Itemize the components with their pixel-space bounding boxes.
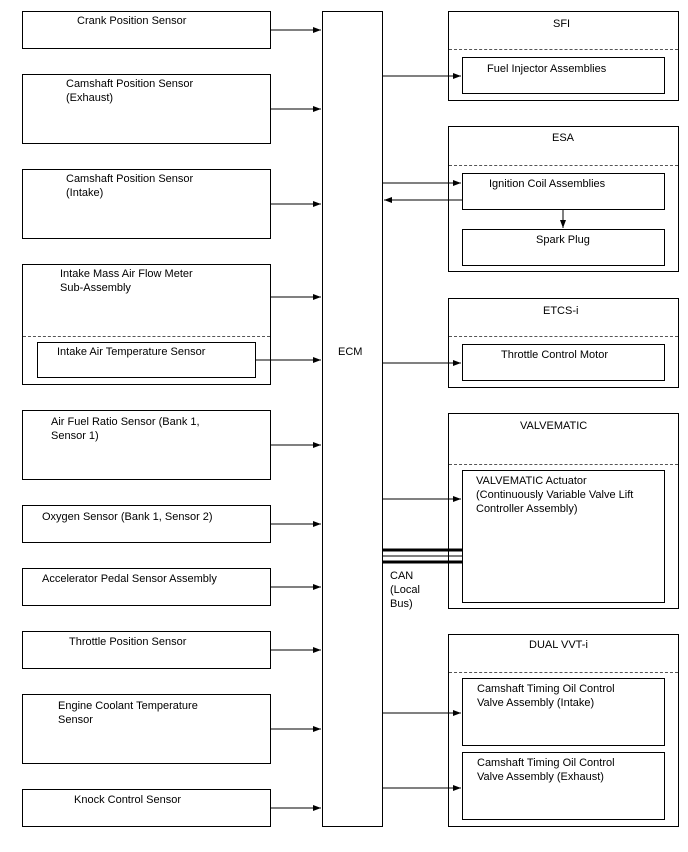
item-label: VALVEMATIC Actuator (Continuously Variab… bbox=[476, 475, 634, 515]
sensor-box-camshaft-intake: Camshaft Position Sensor (Intake) bbox=[22, 169, 271, 239]
sub-label: Intake Air Temperature Sensor bbox=[57, 346, 206, 358]
item-label: Camshaft Timing Oil Control Valve Assemb… bbox=[477, 683, 615, 709]
item-box-throttle-motor: Throttle Control Motor bbox=[462, 344, 665, 381]
item-label: Throttle Control Motor bbox=[501, 349, 608, 361]
sensor-box-oxygen: Oxygen Sensor (Bank 1, Sensor 2) bbox=[22, 505, 271, 543]
sensor-label: Throttle Position Sensor bbox=[69, 636, 187, 648]
ecm-label: ECM bbox=[338, 346, 363, 358]
item-label: Ignition Coil Assemblies bbox=[489, 178, 606, 190]
item-label: Spark Plug bbox=[536, 234, 590, 246]
system-title: SFI bbox=[553, 18, 571, 30]
divider-dashed bbox=[449, 336, 678, 337]
item-box-valvematic-actuator: VALVEMATIC Actuator (Continuously Variab… bbox=[462, 470, 665, 603]
item-box-spark-plug: Spark Plug bbox=[462, 229, 665, 266]
system-title: ETCS-i bbox=[543, 305, 579, 317]
sensor-box-crank: Crank Position Sensor bbox=[22, 11, 271, 49]
item-label: Camshaft Timing Oil Control Valve Assemb… bbox=[477, 757, 615, 783]
item-box-ignition-coil: Ignition Coil Assemblies bbox=[462, 173, 665, 210]
sensor-box-camshaft-exhaust: Camshaft Position Sensor (Exhaust) bbox=[22, 74, 271, 144]
system-title: ESA bbox=[552, 132, 575, 144]
divider-dashed bbox=[449, 165, 678, 166]
sensor-label: Crank Position Sensor bbox=[77, 15, 187, 27]
ecm-box: ECM bbox=[322, 11, 383, 827]
item-label: Fuel Injector Assemblies bbox=[487, 63, 607, 75]
item-box-ocv-intake: Camshaft Timing Oil Control Valve Assemb… bbox=[462, 678, 665, 746]
sensor-label: Oxygen Sensor (Bank 1, Sensor 2) bbox=[42, 511, 213, 523]
item-box-ocv-exhaust: Camshaft Timing Oil Control Valve Assemb… bbox=[462, 752, 665, 820]
sensor-box-air-fuel-ratio: Air Fuel Ratio Sensor (Bank 1, Sensor 1) bbox=[22, 410, 271, 480]
sensor-box-knock: Knock Control Sensor bbox=[22, 789, 271, 827]
sensor-label: Knock Control Sensor bbox=[74, 794, 181, 806]
divider-dashed bbox=[449, 672, 678, 673]
sub-box-intake-air-temp: Intake Air Temperature Sensor bbox=[37, 342, 256, 378]
sensor-label: Engine Coolant Temperature Sensor bbox=[58, 700, 198, 726]
sensor-box-coolant-temp: Engine Coolant Temperature Sensor bbox=[22, 694, 271, 764]
sensor-label: Accelerator Pedal Sensor Assembly bbox=[42, 573, 217, 585]
system-title: VALVEMATIC bbox=[520, 420, 588, 432]
sensor-label: Intake Mass Air Flow Meter Sub-Assembly bbox=[60, 268, 193, 294]
divider-dashed bbox=[449, 49, 678, 50]
divider-dashed bbox=[23, 336, 270, 337]
sensor-box-throttle-position: Throttle Position Sensor bbox=[22, 631, 271, 669]
sensor-box-accelerator: Accelerator Pedal Sensor Assembly bbox=[22, 568, 271, 606]
sensor-label: Camshaft Position Sensor (Intake) bbox=[66, 173, 194, 199]
system-title: DUAL VVT-i bbox=[529, 639, 588, 651]
sensor-label: Air Fuel Ratio Sensor (Bank 1, Sensor 1) bbox=[51, 416, 200, 442]
divider-dashed bbox=[449, 464, 678, 465]
can-bus-label: CAN (Local Bus) bbox=[390, 570, 420, 610]
sensor-label: Camshaft Position Sensor (Exhaust) bbox=[66, 78, 194, 104]
item-box-fuel-injector: Fuel Injector Assemblies bbox=[462, 57, 665, 94]
